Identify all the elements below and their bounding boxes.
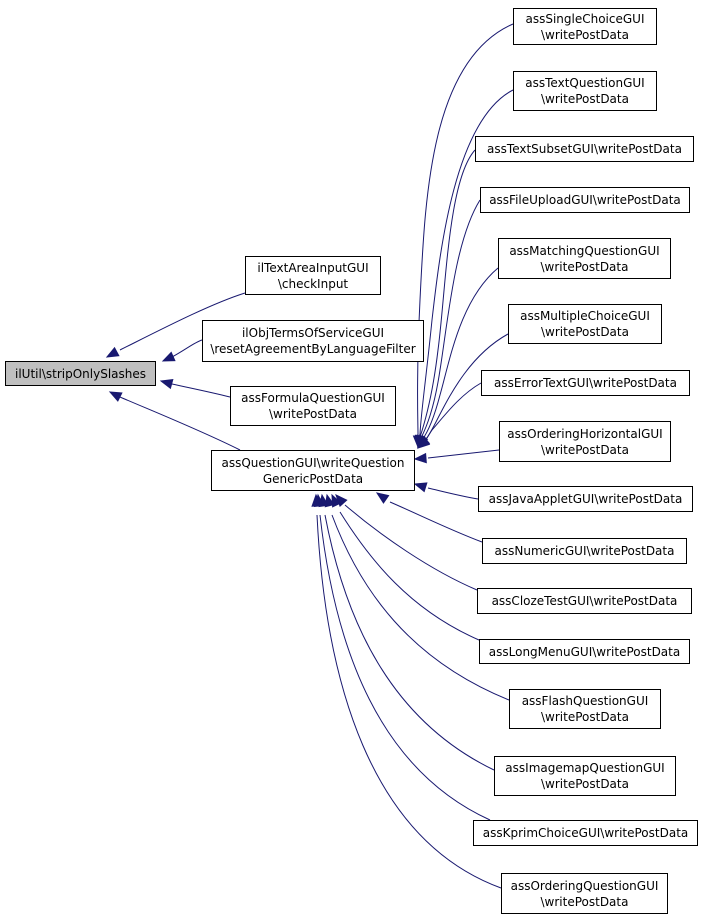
- node-orderq-line-2: \writePostData: [540, 894, 629, 909]
- edge-matching-generic: [421, 267, 499, 441]
- node-javaapplet-line-1: assJavaAppletGUI\writePostData: [488, 492, 683, 506]
- edge-textarea-root: [119, 292, 246, 351]
- edge-orderq-generic: [316, 514, 502, 889]
- edge-text-generic: [419, 89, 514, 437]
- node-kprim-line-1: assKprimChoiceGUI\writePostData: [482, 826, 689, 840]
- node-numeric[interactable]: assNumericGUI\writePostData: [482, 538, 687, 564]
- edge-single-generic: [417, 23, 514, 436]
- node-imagemap-line-1: assImagemapQuestionGUI: [505, 761, 665, 775]
- node-text[interactable]: assTextQuestionGUI \writePostData: [513, 71, 657, 111]
- node-cloze[interactable]: assClozeTestGUI\writePostData: [477, 588, 692, 614]
- node-upload-line-1: assFileUploadGUI\writePostData: [489, 193, 681, 207]
- node-terms-line-2: \resetAgreementByLanguageFilter: [210, 342, 416, 356]
- node-multiple[interactable]: assMultipleChoiceGUI \writePostData: [508, 304, 662, 344]
- node-generic-line-2: GenericPostData: [262, 471, 364, 486]
- node-cloze-line-1: assClozeTestGUI\writePostData: [491, 594, 678, 608]
- node-matching-line-2: \writePostData: [540, 259, 629, 274]
- edge-formula-root: [171, 383, 231, 398]
- node-errortext[interactable]: assErrorTextGUI\writePostData: [481, 370, 690, 396]
- node-textarea-line-1: ilTextAreaInputGUI: [257, 260, 369, 275]
- edge-numeric-generic: [389, 501, 483, 543]
- node-flash-line-2: \writePostData: [541, 710, 629, 724]
- node-flash[interactable]: assFlashQuestionGUI \writePostData: [509, 689, 661, 729]
- node-orderq[interactable]: assOrderingQuestionGUI \writePostData: [501, 873, 668, 914]
- node-kprim[interactable]: assKprimChoiceGUI\writePostData: [473, 820, 698, 846]
- edge-javaapplet-generic: [427, 487, 479, 500]
- node-flash-line-1: assFlashQuestionGUI: [521, 694, 649, 708]
- node-javaapplet[interactable]: assJavaAppletGUI\writePostData: [478, 486, 693, 512]
- node-single-line-1: assSingleChoiceGUI: [525, 11, 645, 26]
- edge-terms-root: [171, 339, 203, 358]
- edge-terms-root-arrowhead: [161, 351, 176, 362]
- node-formula-line-2: \writePostData: [269, 407, 357, 421]
- edge-orderhoriz-generic: [427, 449, 500, 459]
- node-subset[interactable]: assTextSubsetGUI\writePostData: [475, 136, 694, 162]
- edge-numeric-generic-arrowhead: [375, 492, 390, 504]
- node-imagemap[interactable]: assImagemapQuestionGUI \writePostData: [494, 756, 676, 796]
- node-numeric-line-1: assNumericGUI\writePostData: [494, 544, 675, 558]
- edge-errortext-generic-arrowhead: [416, 436, 431, 449]
- node-longmenu[interactable]: assLongMenuGUI\writePostData: [479, 639, 690, 664]
- node-formula-line-1: assFormulaQuestionGUI: [241, 391, 385, 405]
- edge-generic-root: [119, 396, 241, 451]
- edge-generic-root-arrowhead: [108, 391, 123, 402]
- node-orderhoriz-line-2: \writePostData: [541, 442, 629, 457]
- edge-orderq-generic-arrowhead: [311, 493, 322, 507]
- node-root-line-1: ilUtil\stripOnlySlashes: [15, 366, 146, 381]
- node-matching[interactable]: assMatchingQuestionGUI \writePostData: [498, 238, 671, 279]
- edge-kprim-generic: [319, 514, 491, 821]
- edge-javaapplet-generic-arrowhead: [413, 482, 428, 493]
- edge-imagemap-generic: [324, 514, 495, 771]
- node-formula[interactable]: assFormulaQuestionGUI \writePostData: [230, 386, 396, 426]
- node-imagemap-line-2: \writePostData: [541, 777, 629, 791]
- node-subset-line-1: assTextSubsetGUI\writePostData: [487, 142, 682, 156]
- edge-cloze-generic: [344, 504, 478, 591]
- edge-textarea-root-arrowhead: [105, 346, 120, 358]
- node-upload[interactable]: assFileUploadGUI\writePostData: [480, 187, 690, 213]
- edge-subset-generic: [419, 149, 476, 438]
- node-orderhoriz-line-1: assOrderingHorizontalGUI: [507, 426, 663, 441]
- node-text-line-1: assTextQuestionGUI: [525, 76, 645, 90]
- edge-longmenu-generic: [339, 511, 480, 641]
- node-matching-line-1: assMatchingQuestionGUI: [509, 243, 660, 258]
- node-generic[interactable]: assQuestionGUI\writeQuestion GenericPost…: [211, 450, 415, 491]
- edge-upload-generic: [420, 199, 481, 439]
- node-textarea-line-2: \checkInput: [277, 276, 349, 291]
- node-multiple-line-1: assMultipleChoiceGUI: [520, 309, 650, 323]
- node-terms-line-1: ilObjTermsOfServiceGUI: [241, 326, 385, 340]
- edge-formula-root-arrowhead: [159, 378, 174, 390]
- node-root: ilUtil\stripOnlySlashes: [5, 361, 156, 386]
- node-single[interactable]: assSingleChoiceGUI \writePostData: [513, 8, 657, 45]
- node-orderq-line-1: assOrderingQuestionGUI: [510, 878, 659, 893]
- node-single-line-2: \writePostData: [541, 27, 629, 42]
- node-textarea[interactable]: ilTextAreaInputGUI \checkInput: [245, 256, 381, 295]
- node-text-line-2: \writePostData: [541, 92, 629, 106]
- edge-longmenu-generic-arrowhead: [331, 493, 342, 508]
- node-orderhoriz[interactable]: assOrderingHorizontalGUI \writePostData: [499, 421, 671, 462]
- edge-flash-generic: [331, 514, 510, 701]
- node-longmenu-line-1: assLongMenuGUI\writePostData: [488, 644, 681, 659]
- node-terms[interactable]: ilObjTermsOfServiceGUI \resetAgreementBy…: [202, 320, 424, 362]
- node-errortext-line-1: assErrorTextGUI\writePostData: [494, 376, 677, 390]
- edge-orderhoriz-generic-arrowhead: [413, 452, 427, 464]
- node-generic-line-1: assQuestionGUI\writeQuestion: [221, 455, 405, 470]
- node-multiple-line-2: \writePostData: [541, 325, 629, 339]
